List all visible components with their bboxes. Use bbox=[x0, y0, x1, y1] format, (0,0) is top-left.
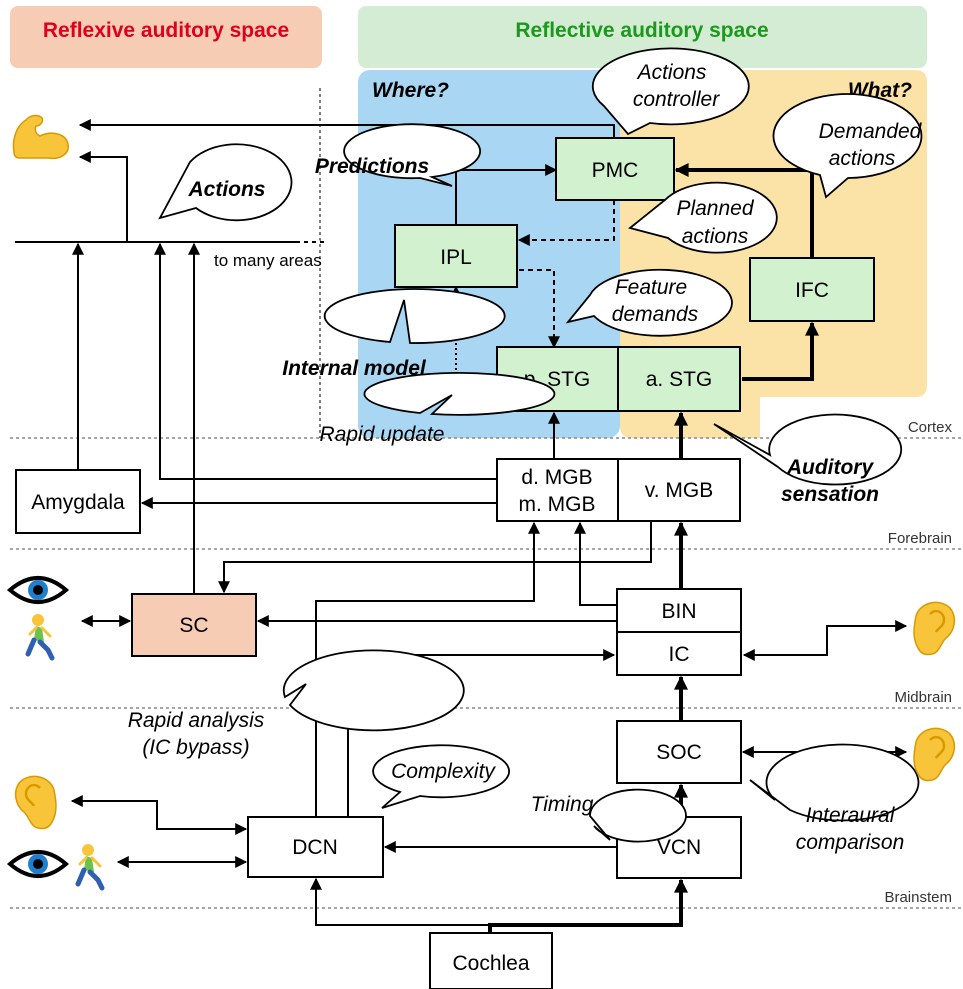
timing-text: Timing bbox=[531, 793, 594, 816]
ear-icon-left bbox=[14, 775, 57, 830]
ipl-box bbox=[394, 224, 518, 288]
ic-ear-arrow bbox=[742, 620, 908, 661]
running-person-icon-lower bbox=[75, 844, 105, 891]
timing-bubble bbox=[589, 788, 687, 843]
internal-model-text: Internal model bbox=[282, 357, 427, 380]
predictions-bubble bbox=[343, 123, 481, 187]
flexed-biceps-icon bbox=[12, 114, 69, 160]
predictions-bubble-text: Predictions bbox=[315, 155, 429, 178]
ifc-box bbox=[749, 257, 875, 322]
planned-actions-text-2: actions bbox=[682, 225, 749, 248]
astg-box bbox=[617, 346, 741, 412]
auditory-sensation-bubble bbox=[713, 413, 903, 486]
level-midbrain: Midbrain bbox=[894, 689, 952, 706]
rapid-analysis-text-1: Rapid analysis bbox=[128, 709, 265, 732]
actions-bubble-text: Actions bbox=[187, 178, 265, 201]
ifc-label: IFC bbox=[795, 279, 829, 302]
bin-label: BIN bbox=[661, 600, 696, 623]
soc-label: SOC bbox=[656, 741, 702, 764]
actions-controller-bubble bbox=[591, 47, 750, 136]
demanded-actions-bubble bbox=[772, 93, 923, 199]
cochlea-to-vcn-arrow bbox=[488, 878, 688, 933]
vcn-label: VCN bbox=[657, 836, 701, 859]
rapid-update-text: Rapid update bbox=[320, 423, 445, 446]
actions-controller-text-2: controller bbox=[633, 88, 720, 111]
pmc-label: PMC bbox=[592, 159, 639, 182]
eye-icon bbox=[6, 576, 70, 604]
eye-icon-lower bbox=[6, 850, 70, 878]
cochlea-label: Cochlea bbox=[452, 952, 529, 975]
auditory-sensation-text-1: Auditory bbox=[786, 456, 875, 479]
dcn-box bbox=[247, 816, 384, 878]
pmc-box bbox=[555, 137, 675, 201]
soc-box bbox=[616, 720, 742, 784]
rapid-analysis-text-2: (IC bypass) bbox=[142, 736, 249, 759]
reflective-header-bg bbox=[358, 6, 927, 68]
complexity-bubble bbox=[372, 744, 510, 809]
planned-actions-text-1: Planned bbox=[676, 197, 754, 220]
level-forebrain: Forebrain bbox=[888, 530, 952, 547]
amygdala-box bbox=[15, 469, 141, 534]
actions-bubble bbox=[158, 143, 293, 222]
to-many-areas-label: to many areas bbox=[214, 251, 322, 270]
dmgb-label: d. MGB bbox=[521, 466, 592, 489]
ipl-label: IPL bbox=[440, 246, 472, 269]
pmc-to-muscle-arrow bbox=[78, 119, 615, 138]
interaural-bubble bbox=[749, 743, 920, 822]
internal-model-bubble bbox=[323, 288, 506, 344]
bin-box bbox=[616, 588, 742, 633]
bin-to-dmgb-arrow bbox=[574, 521, 617, 606]
feature-demands-text-1: Feature bbox=[615, 276, 687, 299]
rapid-analysis-bubble bbox=[282, 649, 465, 732]
dmgb-box bbox=[496, 458, 619, 522]
cochlea-to-dcn-arrow bbox=[310, 877, 491, 933]
level-brainstem: Brainstem bbox=[884, 889, 952, 906]
level-cortex: Cortex bbox=[908, 419, 953, 436]
ic-label: IC bbox=[669, 643, 690, 666]
feature-demands-text-2: demands bbox=[612, 303, 699, 326]
ear-dcn-arrow bbox=[70, 795, 248, 835]
sc-label: SC bbox=[179, 614, 208, 637]
cochlea-box bbox=[429, 932, 553, 989]
dcn-label: DCN bbox=[292, 836, 338, 859]
ic-box bbox=[616, 631, 742, 676]
astg-label: a. STG bbox=[646, 368, 713, 391]
pmc-to-ipl-arrow bbox=[517, 200, 615, 246]
amygdala-label: Amygdala bbox=[31, 491, 125, 514]
vmgb-box bbox=[617, 458, 741, 522]
astg-to-ifc-arrow bbox=[742, 321, 819, 381]
running-person-icon bbox=[25, 614, 55, 661]
sc-box bbox=[131, 593, 257, 657]
reflexive-header-bg bbox=[10, 6, 322, 68]
where-label: Where? bbox=[372, 79, 449, 102]
auditory-sensation-text-2: sensation bbox=[781, 483, 879, 506]
vmgb-label: v. MGB bbox=[645, 479, 713, 502]
ear-icon-soc bbox=[913, 727, 956, 782]
mgb-to-bus-arrow bbox=[154, 242, 497, 480]
reflexive-header: Reflexive auditory space bbox=[43, 19, 289, 42]
planned-actions-bubble bbox=[628, 181, 778, 254]
vmgb-to-sc-arrow bbox=[218, 521, 652, 594]
actions-controller-text-1: Actions bbox=[636, 61, 707, 84]
demanded-actions-text-1: Demanded bbox=[819, 120, 923, 143]
feature-demands-bubble bbox=[565, 268, 733, 337]
complexity-text: Complexity bbox=[391, 760, 496, 783]
ear-icon bbox=[913, 601, 956, 656]
bus-to-muscle-arrow bbox=[78, 151, 128, 242]
demanded-actions-text-2: actions bbox=[829, 147, 896, 170]
interaural-text-2: comparison bbox=[796, 831, 905, 854]
rapid-update-bubble bbox=[363, 371, 556, 416]
mmgb-label: m. MGB bbox=[519, 493, 596, 516]
interaural-text-1: Interaural bbox=[806, 804, 896, 827]
ipl-to-pstg-arrow bbox=[519, 269, 560, 349]
reflective-header: Reflective auditory space bbox=[515, 19, 768, 42]
